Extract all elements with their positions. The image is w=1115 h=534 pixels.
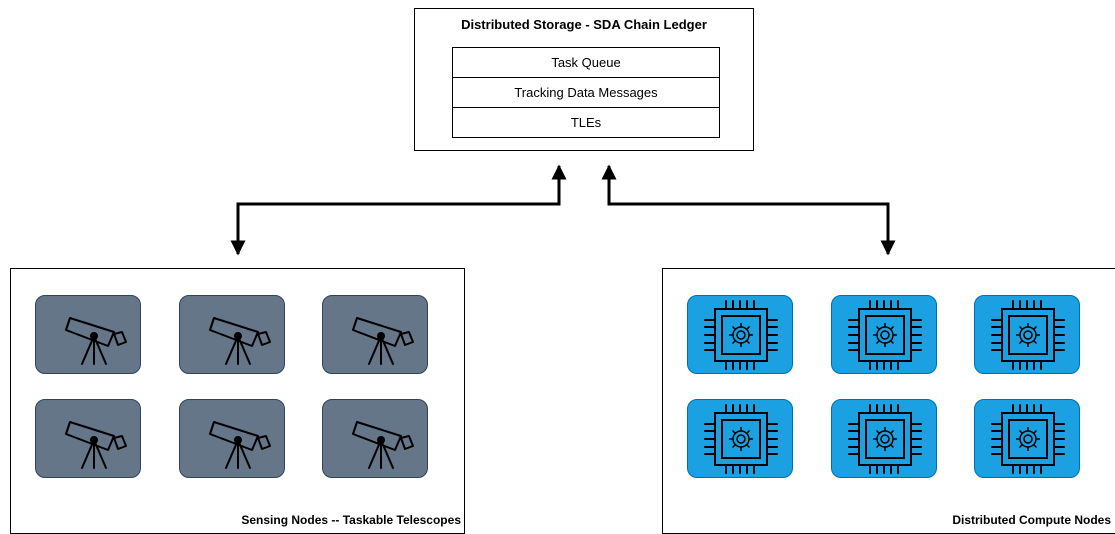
compute-node [687, 295, 793, 374]
storage-contents-table: Task Queue Tracking Data Messages TLEs [452, 47, 720, 138]
telescope-icon [352, 421, 414, 469]
processor-chip-icon [848, 300, 922, 370]
sensing-nodes-group: Sensing Nodes -- Taskable Telescopes [10, 268, 465, 534]
telescope-node [179, 295, 285, 374]
compute-caption: Distributed Compute Nodes [952, 513, 1111, 527]
processor-chip-icon [991, 404, 1065, 474]
telescope-node [322, 399, 428, 478]
sensing-storage-connector [230, 164, 567, 256]
processor-chip-icon [991, 300, 1065, 370]
storage-row-tracking-data: Tracking Data Messages [452, 77, 720, 108]
compute-node [974, 399, 1080, 478]
telescope-icon [65, 317, 127, 365]
processor-chip-icon [704, 404, 778, 474]
storage-row-tles: TLEs [452, 107, 720, 138]
telescope-node [322, 295, 428, 374]
sensing-caption: Sensing Nodes -- Taskable Telescopes [241, 513, 461, 527]
processor-chip-icon [704, 300, 778, 370]
telescope-node [35, 399, 141, 478]
telescope-icon [352, 317, 414, 365]
compute-nodes-group: Distributed Compute Nodes [662, 268, 1115, 534]
storage-row-task-queue: Task Queue [452, 47, 720, 78]
compute-node [831, 295, 937, 374]
processor-chip-icon [848, 404, 922, 474]
telescope-icon [209, 317, 271, 365]
telescope-node [179, 399, 285, 478]
telescope-node [35, 295, 141, 374]
compute-node [687, 399, 793, 478]
compute-storage-connector [601, 164, 896, 256]
telescope-icon [209, 421, 271, 469]
storage-title: Distributed Storage - SDA Chain Ledger [461, 17, 707, 32]
compute-node [974, 295, 1080, 374]
telescope-icon [65, 421, 127, 469]
storage-ledger-box: Distributed Storage - SDA Chain Ledger T… [414, 8, 754, 151]
compute-node [831, 399, 937, 478]
